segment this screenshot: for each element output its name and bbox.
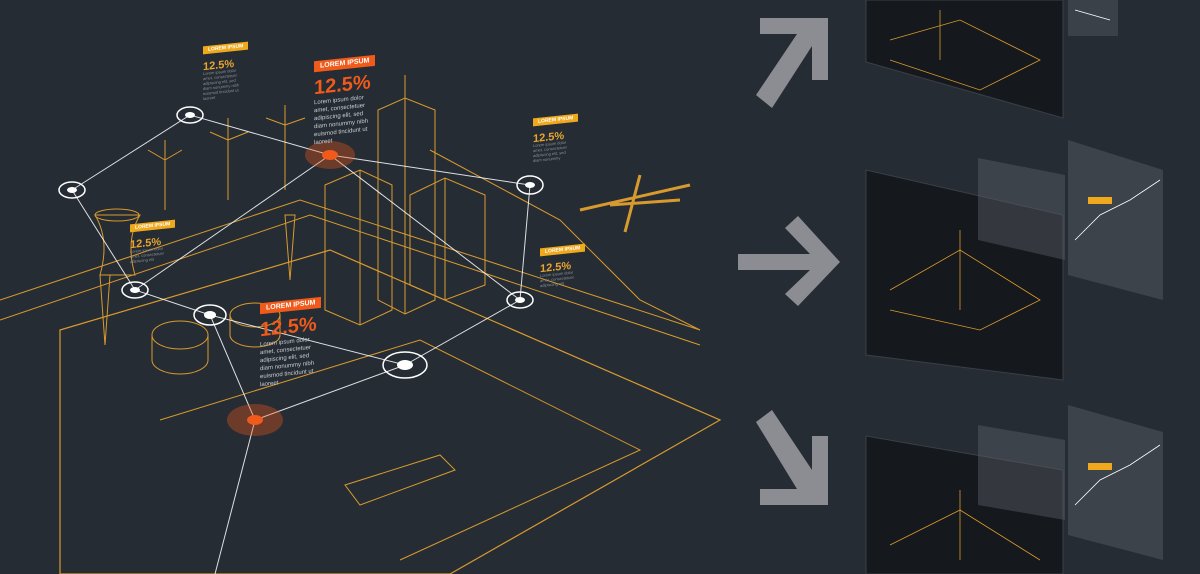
callout-4: LOREM IPSUM 12.5% Lorem ipsum dolor amet… xyxy=(130,214,210,265)
callout-label: LOREM IPSUM xyxy=(260,296,322,315)
callout-text: Lorem ipsum dolor amet, consectetuer adi… xyxy=(533,139,568,164)
arrow-right-icon xyxy=(738,216,840,306)
city-line-art xyxy=(0,75,722,574)
callout-label: LOREM IPSUM xyxy=(203,41,249,55)
network-nodes xyxy=(58,106,544,436)
callout-text: Lorem ipsum dolor amet, consectetuer adi… xyxy=(260,337,315,389)
preview-panel-3 xyxy=(865,435,1064,574)
callout-label: LOREM IPSUM xyxy=(540,243,586,257)
preview-panels xyxy=(865,0,1163,574)
preview-panel-1 xyxy=(865,0,1064,119)
wind-turbines xyxy=(147,105,306,210)
callout-text: Lorem ipsum dolor amet, consectetuer adi… xyxy=(203,67,240,102)
callout-2: LOREM IPSUM 12.5% Lorem ipsum dolor amet… xyxy=(314,52,394,146)
callout-label: LOREM IPSUM xyxy=(533,113,579,127)
callout-5: LOREM IPSUM 12.5% Lorem ipsum dolor amet… xyxy=(540,238,620,289)
callout-6: LOREM IPSUM 12.5% Lorem ipsum dolor amet… xyxy=(260,294,340,388)
callout-text: Lorem ipsum dolor amet, consectetuer adi… xyxy=(314,95,369,147)
callout-label: LOREM IPSUM xyxy=(314,54,376,73)
arrow-up-right-icon xyxy=(756,18,828,108)
callout-text: Lorem ipsum dolor amet, consectetuer adi… xyxy=(540,269,575,289)
callout-3: LOREM IPSUM 12.5% Lorem ipsum dolor amet… xyxy=(533,108,613,164)
callout-1: LOREM IPSUM 12.5% Lorem ipsum dolor amet… xyxy=(203,36,283,102)
arrow-down-right-icon xyxy=(756,410,828,505)
callout-text: Lorem ipsum dolor amet, consectetuer adi… xyxy=(130,245,165,265)
callout-label: LOREM IPSUM xyxy=(130,219,176,233)
preview-panel-2 xyxy=(865,169,1064,381)
